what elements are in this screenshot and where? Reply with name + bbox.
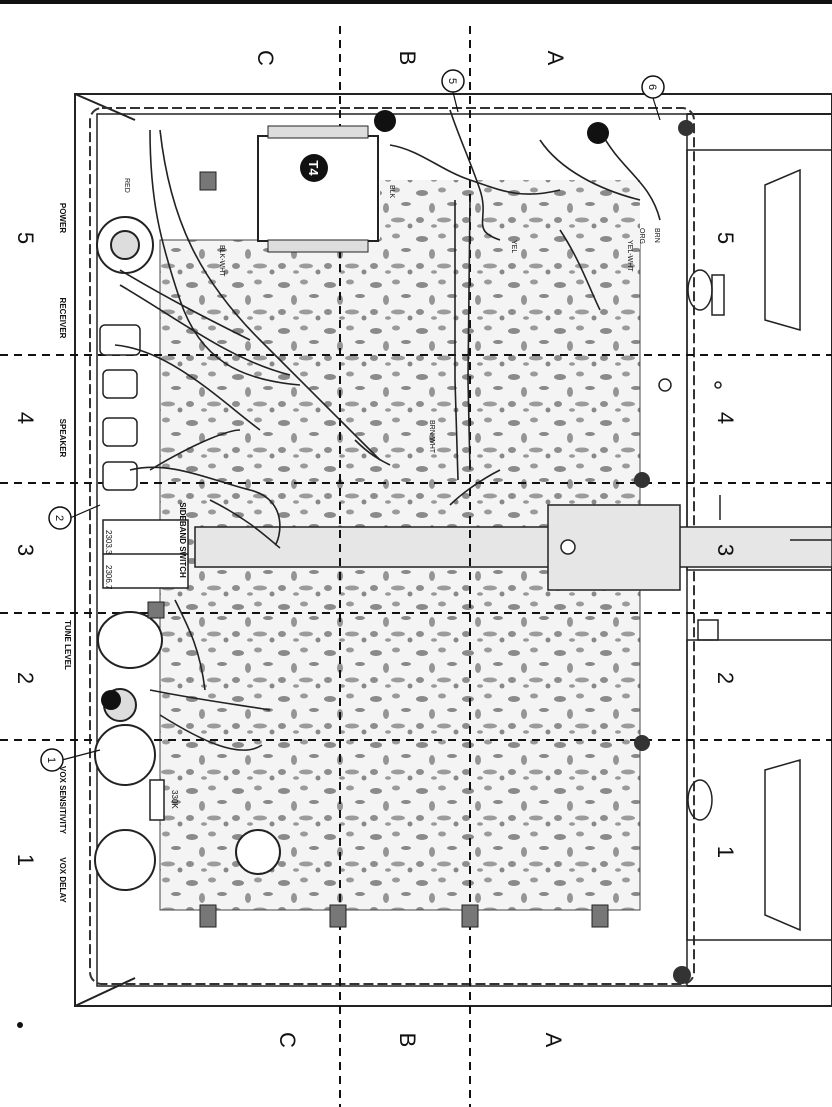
chassis-plate-upper <box>380 180 640 250</box>
callout-5: 5 <box>441 69 465 113</box>
zone-row-right-4: 4 <box>713 412 738 424</box>
zone-row-left-5: 5 <box>13 232 38 244</box>
wire-label-blk: BLK <box>388 185 395 199</box>
switch-part-2-label: 2306.7 <box>104 565 113 590</box>
vox-sensitivity-label: VOX SENSITIVITY <box>58 766 67 835</box>
plate-pot <box>235 829 281 875</box>
receiver-label: RECEIVER <box>58 298 67 339</box>
sideband-switch-label: SIDEBAND SWITCH <box>178 502 187 578</box>
vox-delay-pot <box>94 829 156 891</box>
zone-row-right-1: 1 <box>713 846 738 858</box>
wire-label-brn-wht: BRN-WHT <box>428 420 435 454</box>
zone-col-bottom-c: C <box>275 1032 300 1048</box>
speaker-jacks <box>102 369 138 491</box>
zone-col-bottom-a: A <box>541 1033 566 1048</box>
wire-label-yel: YEL <box>510 240 517 253</box>
wiring <box>114 109 661 751</box>
callout-1: 1 <box>40 748 101 772</box>
tune-level-pot <box>97 611 163 669</box>
mounting-studs <box>147 171 609 928</box>
zone-col-top-a: A <box>543 51 568 66</box>
wire-label-org: ORG <box>638 228 645 244</box>
callout-6: 6 <box>641 75 665 121</box>
zone-row-left-3: 3 <box>13 544 38 556</box>
callout-2-label: 2 <box>53 515 65 521</box>
speaker-label: SPEAKER <box>58 419 67 458</box>
power-switch <box>96 216 154 274</box>
wire-label-blk-wht: BLK-WHT <box>218 245 225 277</box>
zone-row-right-5: 5 <box>713 232 738 244</box>
zone-row-right-2: 2 <box>713 672 738 684</box>
transformer-label: T4 <box>306 160 321 176</box>
resistor-330k <box>149 779 165 821</box>
wire-label-yel-wht: YEL-WHT <box>626 240 633 272</box>
wire-label-red: RED <box>123 178 130 193</box>
vox-delay-label: VOX DELAY <box>58 857 67 903</box>
callout-5-label: 5 <box>446 78 458 84</box>
zone-col-top-b: B <box>395 51 420 66</box>
callout-2: 2 <box>48 504 101 530</box>
registration-dot <box>17 1022 23 1028</box>
zone-row-left-2: 2 <box>13 672 38 684</box>
center-bracket <box>194 504 832 591</box>
zone-row-left-1: 1 <box>13 854 38 866</box>
transformer-t4: T4 <box>257 125 379 253</box>
wire-label-brn: BRN <box>653 228 660 243</box>
switch-part-1-label: 2303.3 <box>104 530 113 555</box>
zone-row-left-4: 4 <box>13 412 38 424</box>
wire-labels: RED BLK BLK-WHT YEL YEL-WHT ORG BRN BRN-… <box>123 178 660 454</box>
top-border <box>0 0 832 4</box>
tune-level-label: TUNE LEVEL <box>63 620 72 670</box>
sideband-switch <box>102 519 189 589</box>
power-label: POWER <box>58 203 67 233</box>
callout-6-label: 6 <box>646 84 658 90</box>
tube-sockets <box>101 110 609 710</box>
zone-col-bottom-b: B <box>395 1033 420 1048</box>
resistor-label: 330K <box>170 790 179 809</box>
corner-grommets <box>634 120 694 984</box>
vox-sensitivity-pot <box>94 688 156 786</box>
zone-row-right-3: 3 <box>713 544 738 556</box>
side-panel <box>658 149 832 941</box>
zone-col-top-c: C <box>253 50 278 66</box>
receiver-jack <box>99 324 141 356</box>
callout-1-label: 1 <box>45 757 57 763</box>
